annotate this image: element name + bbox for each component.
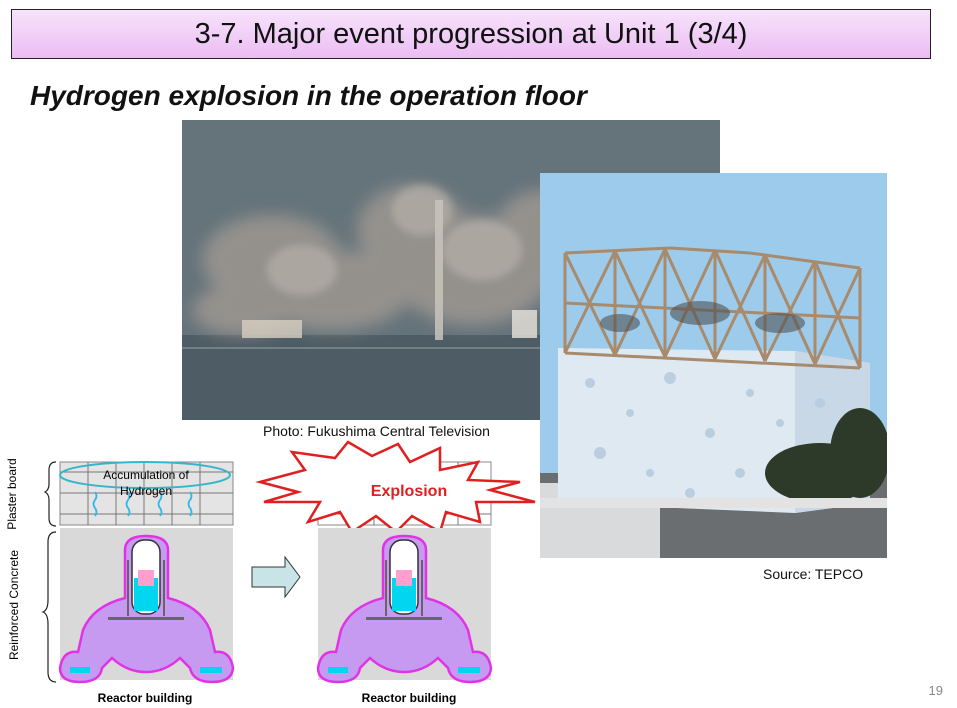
svg-text:Accumulation of: Accumulation of xyxy=(103,468,189,482)
page-number: 19 xyxy=(928,683,943,698)
photo-credit-left: Photo: Fukushima Central Television xyxy=(263,423,490,439)
hydrogen-explosion-diagram: Plaster board Reinforced Concrete Accumu… xyxy=(5,440,536,705)
progression-arrow xyxy=(251,555,301,599)
slide-title: 3-7. Major event progression at Unit 1 (… xyxy=(194,17,748,50)
explosion-burst-icon xyxy=(255,440,536,534)
reactor-building-right: Explosion xyxy=(255,440,536,684)
reactor-building-left: Accumulation of Hydrogen xyxy=(58,461,235,684)
reinforced-concrete-label: Reinforced Concrete xyxy=(7,550,21,660)
svg-text:Explosion: Explosion xyxy=(371,483,447,500)
plaster-board-label: Plaster board xyxy=(5,458,19,529)
title-banner: 3-7. Major event progression at Unit 1 (… xyxy=(11,9,931,59)
slide-subtitle: Hydrogen explosion in the operation floo… xyxy=(30,80,587,111)
photo-credit-right: Source: TEPCO xyxy=(763,566,864,582)
reactor-building-label-left: Reactor building xyxy=(98,691,193,705)
svg-text:Plaster board: Plaster board xyxy=(5,458,19,529)
svg-text:Hydrogen: Hydrogen xyxy=(120,484,172,498)
reactor-building-label-right: Reactor building xyxy=(362,691,457,705)
damaged-building-photo xyxy=(540,173,887,558)
svg-text:Reinforced Concrete: Reinforced Concrete xyxy=(7,550,21,660)
